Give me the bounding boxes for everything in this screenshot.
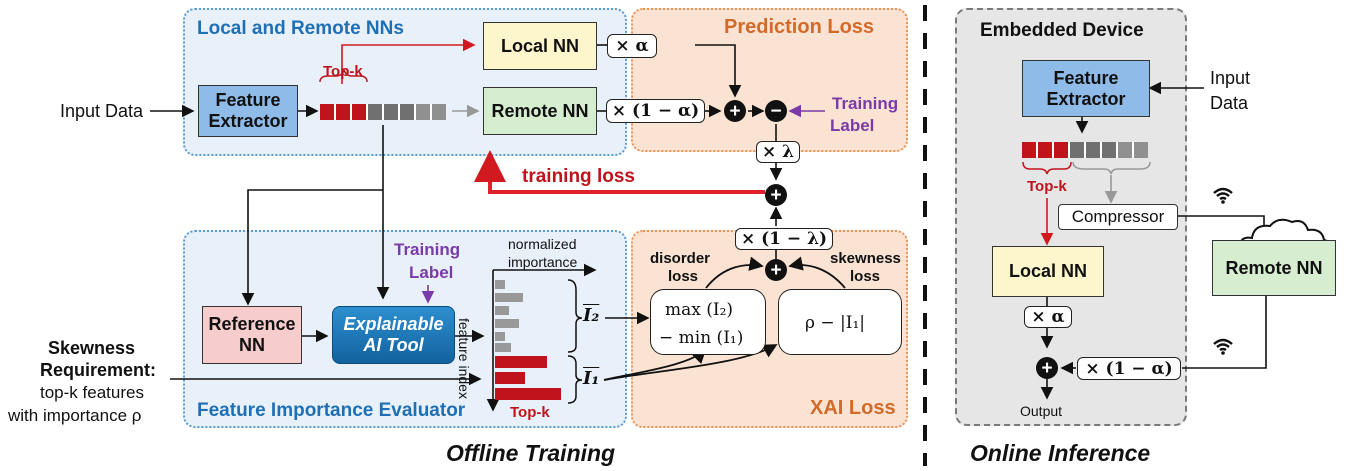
lambda-multiplier: × λ — [756, 141, 800, 163]
prediction-loss-title: Prediction Loss — [724, 16, 875, 38]
top-k-label: Top-k — [323, 63, 363, 80]
one-minus-lambda-multiplier: × (1 − λ) — [735, 228, 833, 250]
top-k-importance-bar — [495, 372, 525, 384]
feature-importance-title: Feature Importance Evaluator — [197, 400, 466, 421]
feature-extractor-block[interactable]: Feature Extractor — [198, 85, 298, 137]
normalized-importance-line1: normalized — [508, 236, 577, 252]
xai-loss-title: XAI Loss — [810, 397, 896, 419]
i1-label: I₁ — [583, 368, 600, 389]
explainable-ai-tool-block[interactable]: Explainable AI Tool — [332, 306, 455, 364]
offline-training-caption: Offline Training — [446, 440, 616, 466]
skew-req-line2: Requirement: — [40, 360, 157, 380]
online-inference-caption: Online Inference — [970, 440, 1151, 466]
local-nn-block[interactable]: Local NN — [483, 22, 597, 70]
top-k-feature-cell — [320, 104, 336, 120]
embedded-local-nn-label: Local NN — [1008, 261, 1087, 282]
compressor-label: Compressor — [1071, 207, 1165, 227]
reference-nn-label: Reference NN — [208, 314, 296, 355]
importance-bar — [495, 319, 519, 328]
importance-bar — [495, 306, 509, 315]
embedded-feature-extractor-label: Feature Extractor — [1046, 67, 1126, 109]
importance-bar — [495, 332, 505, 341]
top-k-importance-bar — [495, 388, 561, 400]
embedded-one-minus-alpha-multiplier: × (1 − α) — [1077, 357, 1181, 380]
embedded-feature-vector — [1022, 142, 1154, 158]
reference-nn-block[interactable]: Reference NN — [202, 306, 302, 364]
remote-nn-block[interactable]: Remote NN — [483, 87, 597, 135]
feature-cell — [416, 104, 432, 120]
training-label-top-line1: Training — [832, 94, 899, 113]
skew-req-line3: top-k features — [40, 383, 144, 402]
feature-index-label: feature index — [456, 318, 472, 399]
one-minus-alpha-multiplier: × (1 − α) — [606, 99, 705, 123]
feature-cell — [400, 104, 416, 120]
input-label: Input — [1210, 68, 1251, 88]
feature-vector — [320, 104, 452, 120]
normalized-importance-line2: importance — [508, 254, 578, 270]
disorder-loss-formula: max (I₂) − min (I₁) — [650, 289, 766, 355]
feature-cell — [1086, 142, 1102, 158]
importance-bar — [495, 343, 511, 352]
embedded-alpha-multiplier: × α — [1024, 306, 1072, 328]
top-k-label-chart: Top-k — [510, 404, 550, 421]
data-label: Data — [1210, 93, 1249, 113]
feature-cell — [368, 104, 384, 120]
embedded-feature-extractor-block[interactable]: Feature Extractor — [1022, 60, 1150, 117]
training-label-bottom-line1: Training — [394, 240, 461, 259]
feature-cell — [1102, 142, 1118, 158]
feature-cell — [384, 104, 400, 120]
feature-extractor-label: Feature Extractor — [208, 90, 288, 131]
disorder-formula-line1: max (I₂) — [665, 300, 734, 320]
top-k-importance-bar — [495, 356, 547, 368]
skewness-loss-line2: loss — [850, 268, 881, 285]
plus-icon: + — [724, 100, 746, 122]
local-remote-nns-title: Local and Remote NNs — [197, 18, 404, 39]
input-data-label: Input Data — [60, 101, 144, 121]
embedded-remote-nn-label: Remote NN — [1225, 257, 1323, 278]
training-loss-label: training loss — [522, 166, 635, 187]
training-label-bottom-line2: Label — [409, 263, 454, 282]
skew-req-line1: Skewness — [48, 338, 136, 358]
disorder-formula-line2: − min (I₁) — [659, 328, 744, 348]
wifi-icon — [1212, 186, 1234, 210]
prediction-loss-region — [631, 8, 908, 152]
feature-cell — [1134, 142, 1148, 158]
minus-icon: − — [765, 100, 787, 122]
top-k-feature-cell — [336, 104, 352, 120]
skewness-formula-text: ρ − |I₁| — [805, 313, 866, 333]
alpha-multiplier: × α — [607, 34, 657, 58]
skew-req-line4: with importance ρ — [8, 406, 142, 425]
top-k-feature-cell — [1038, 142, 1054, 158]
embedded-device-title: Embedded Device — [980, 20, 1144, 41]
plus-icon: + — [1036, 357, 1058, 379]
output-label: Output — [1020, 403, 1063, 419]
explainable-ai-tool-label: Explainable AI Tool — [343, 314, 444, 355]
wifi-icon — [1212, 337, 1234, 361]
disorder-loss-line1: disorder — [650, 250, 711, 267]
importance-bar — [495, 280, 505, 289]
embedded-remote-nn-block[interactable]: Remote NN — [1212, 240, 1336, 296]
top-k-feature-cell — [1022, 142, 1038, 158]
embedded-top-k-label: Top-k — [1027, 178, 1067, 195]
plus-icon: + — [765, 184, 787, 206]
skewness-loss-formula: ρ − |I₁| — [778, 289, 902, 355]
top-k-feature-cell — [352, 104, 368, 120]
i2-label: I₂ — [583, 305, 600, 326]
top-k-feature-cell — [1054, 142, 1070, 158]
feature-cell — [432, 104, 446, 120]
skewness-loss-line1: skewness — [830, 250, 901, 267]
feature-cell — [1070, 142, 1086, 158]
disorder-loss-line2: loss — [668, 268, 699, 285]
training-label-top-line2: Label — [830, 116, 875, 135]
plus-icon: + — [765, 259, 787, 281]
remote-nn-label: Remote NN — [491, 100, 589, 121]
local-nn-label: Local NN — [500, 35, 579, 56]
embedded-local-nn-block[interactable]: Local NN — [992, 246, 1104, 297]
importance-bar — [495, 293, 523, 302]
feature-cell — [1118, 142, 1134, 158]
compressor-block[interactable]: Compressor — [1058, 204, 1178, 230]
